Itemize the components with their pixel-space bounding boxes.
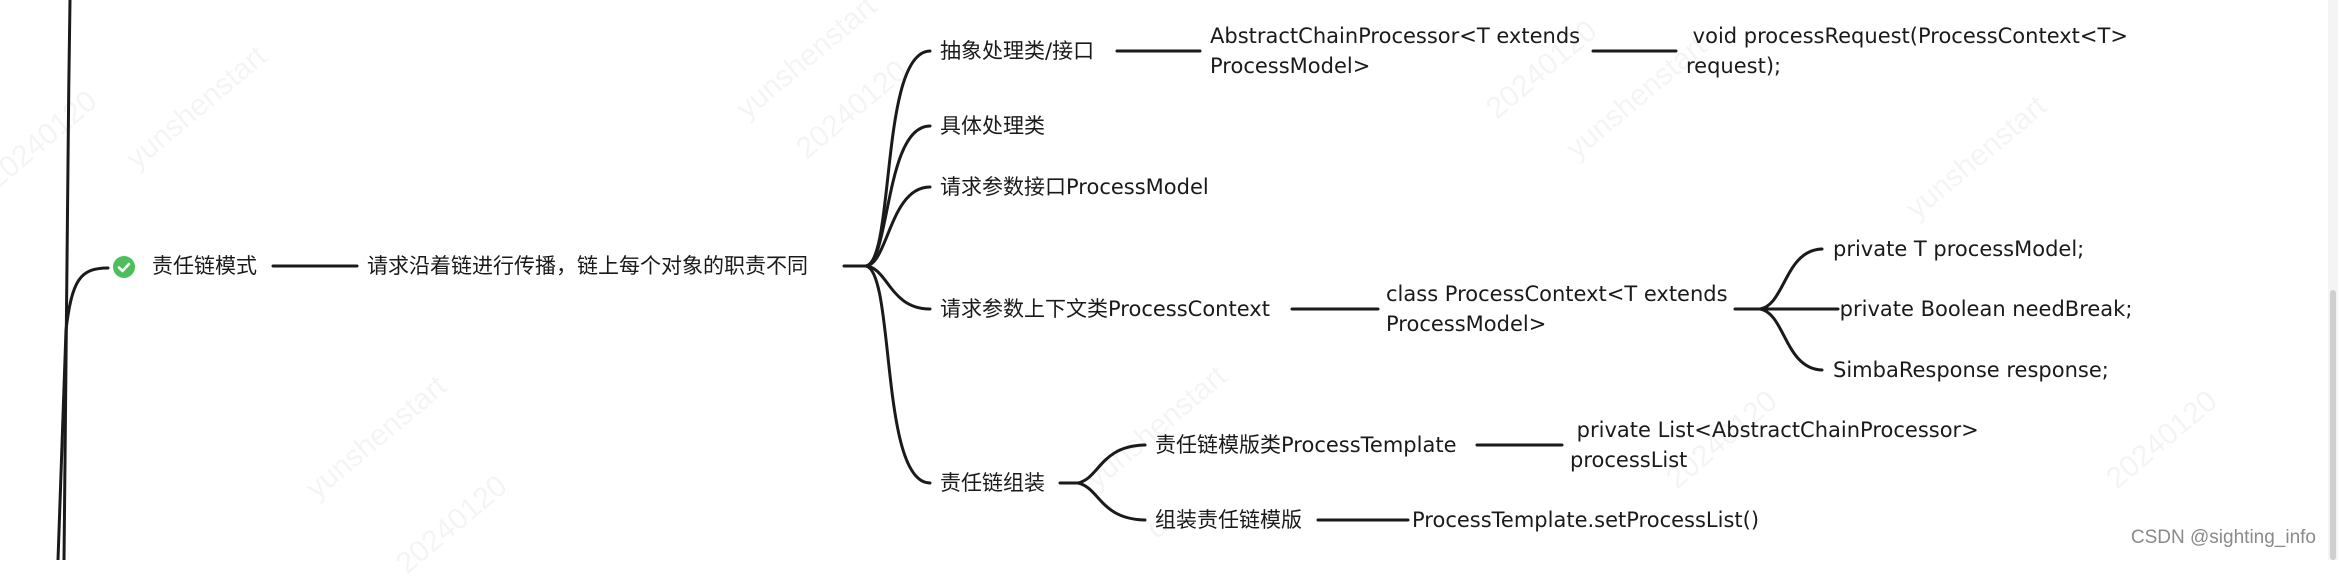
mindmap-node-process-model[interactable]: 请求参数接口ProcessModel [940,175,1209,199]
credit-text: CSDN @sighting_info [2130,527,2316,548]
mindmap-node-process-request[interactable]: void processRequest(ProcessContext<T> re… [1686,21,2128,81]
connector-fork-abstract [864,49,932,268]
mindmap-connectors [56,0,1840,560]
mindmap-node-set-process-list[interactable]: ProcessTemplate.setProcessList() [1412,508,1760,532]
connector-class-field3 [1758,307,1824,372]
mindmap-node-process-context[interactable]: 请求参数上下文类ProcessContext [940,297,1270,321]
node-text-line: processList [1570,448,1688,472]
scrollbar-thumb[interactable] [2330,290,2336,560]
mindmap-node-abstract-handler[interactable]: 抽象处理类/接口 [940,39,1095,63]
mindmap-node-field-processmodel[interactable]: private T processModel; [1833,237,2085,261]
trunk-line [62,0,72,560]
node-text-line: request); [1686,54,1782,78]
mindmap-node-context-class[interactable]: class ProcessContext<T extends ProcessMo… [1386,279,1728,339]
vertical-scrollbar[interactable] [2328,0,2338,560]
node-text-line: void processRequest(ProcessContext<T> [1686,24,2128,48]
mindmap-node-field-needbreak[interactable]: private Boolean needBreak; [1833,297,2133,321]
root-branch-curve [56,266,110,560]
mindmap-node-description[interactable]: 请求沿着链进行传播，链上每个对象的职责不同 [367,254,808,278]
connector-fork-context [864,264,932,311]
mindmap-node-assemble-template[interactable]: 组装责任链模版 [1155,508,1302,532]
connector-fork-model [864,185,932,268]
connector-assemble-assembletemplate [1076,481,1147,522]
mindmap-node-process-list[interactable]: private List<AbstractChainProcessor> pro… [1570,415,1979,475]
node-text-line: private List<AbstractChainProcessor> [1570,418,1979,442]
node-text-line: AbstractChainProcessor<T extends [1210,24,1581,48]
mindmap-node-concrete-handler[interactable]: 具体处理类 [940,114,1045,138]
mindmap-root-node[interactable]: 责任链模式 [152,254,257,278]
node-text-line: class ProcessContext<T extends [1386,282,1728,306]
mindmap-node-abstract-class[interactable]: AbstractChainProcessor<T extends Process… [1210,21,1580,81]
mindmap-node-chain-assembly[interactable]: 责任链组装 [940,471,1045,495]
connector-fork-assemble [864,264,932,485]
node-text-line: ProcessModel> [1210,54,1371,78]
connector-fork-concrete [864,124,932,268]
connector-class-field1 [1758,247,1824,311]
node-text-line: ProcessModel> [1386,312,1547,336]
check-circle-icon [113,256,135,278]
connector-assemble-template [1076,443,1147,485]
mindmap-node-process-template[interactable]: 责任链模版类ProcessTemplate [1155,433,1457,457]
mindmap-node-field-response[interactable]: SimbaResponse response; [1833,358,2109,382]
